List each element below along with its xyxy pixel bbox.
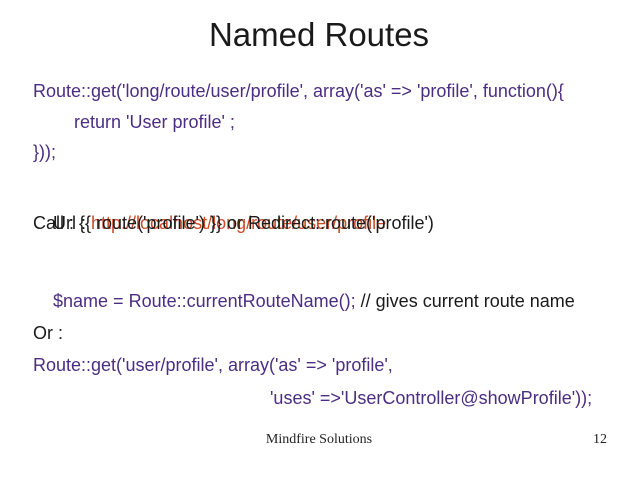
url-text: http://localhost/long/route/user/profile [91, 213, 387, 233]
current-route-line: $name = Route::currentRouteName(); // gi… [33, 268, 575, 334]
footer-page-number: 12 [593, 432, 607, 447]
code-line-uses-controller: 'uses' =>'UserController@showProfile')); [270, 388, 593, 408]
code-line-route-get-user: Route::get('user/profile', array('as' =>… [33, 355, 393, 375]
code-line-return-user-profile: return 'User profile' ; [74, 112, 235, 132]
or-label: Or : [33, 323, 63, 343]
call-line: Call : {{ route('profile') }} or Redirec… [33, 213, 434, 233]
url-line: Url : http://localhost/long/route/user/p… [33, 190, 386, 256]
footer-company: Mindfire Solutions [265, 432, 373, 447]
url-label: Url : [53, 213, 92, 233]
code-line-route-get-long: Route::get('long/route/user/profile', ar… [33, 81, 564, 101]
current-route-code: $name = Route::currentRouteName(); [53, 291, 361, 311]
current-route-comment: // gives current route name [360, 291, 575, 311]
code-line-closing-braces: })); [33, 142, 57, 162]
slide-title: Named Routes [208, 16, 430, 53]
